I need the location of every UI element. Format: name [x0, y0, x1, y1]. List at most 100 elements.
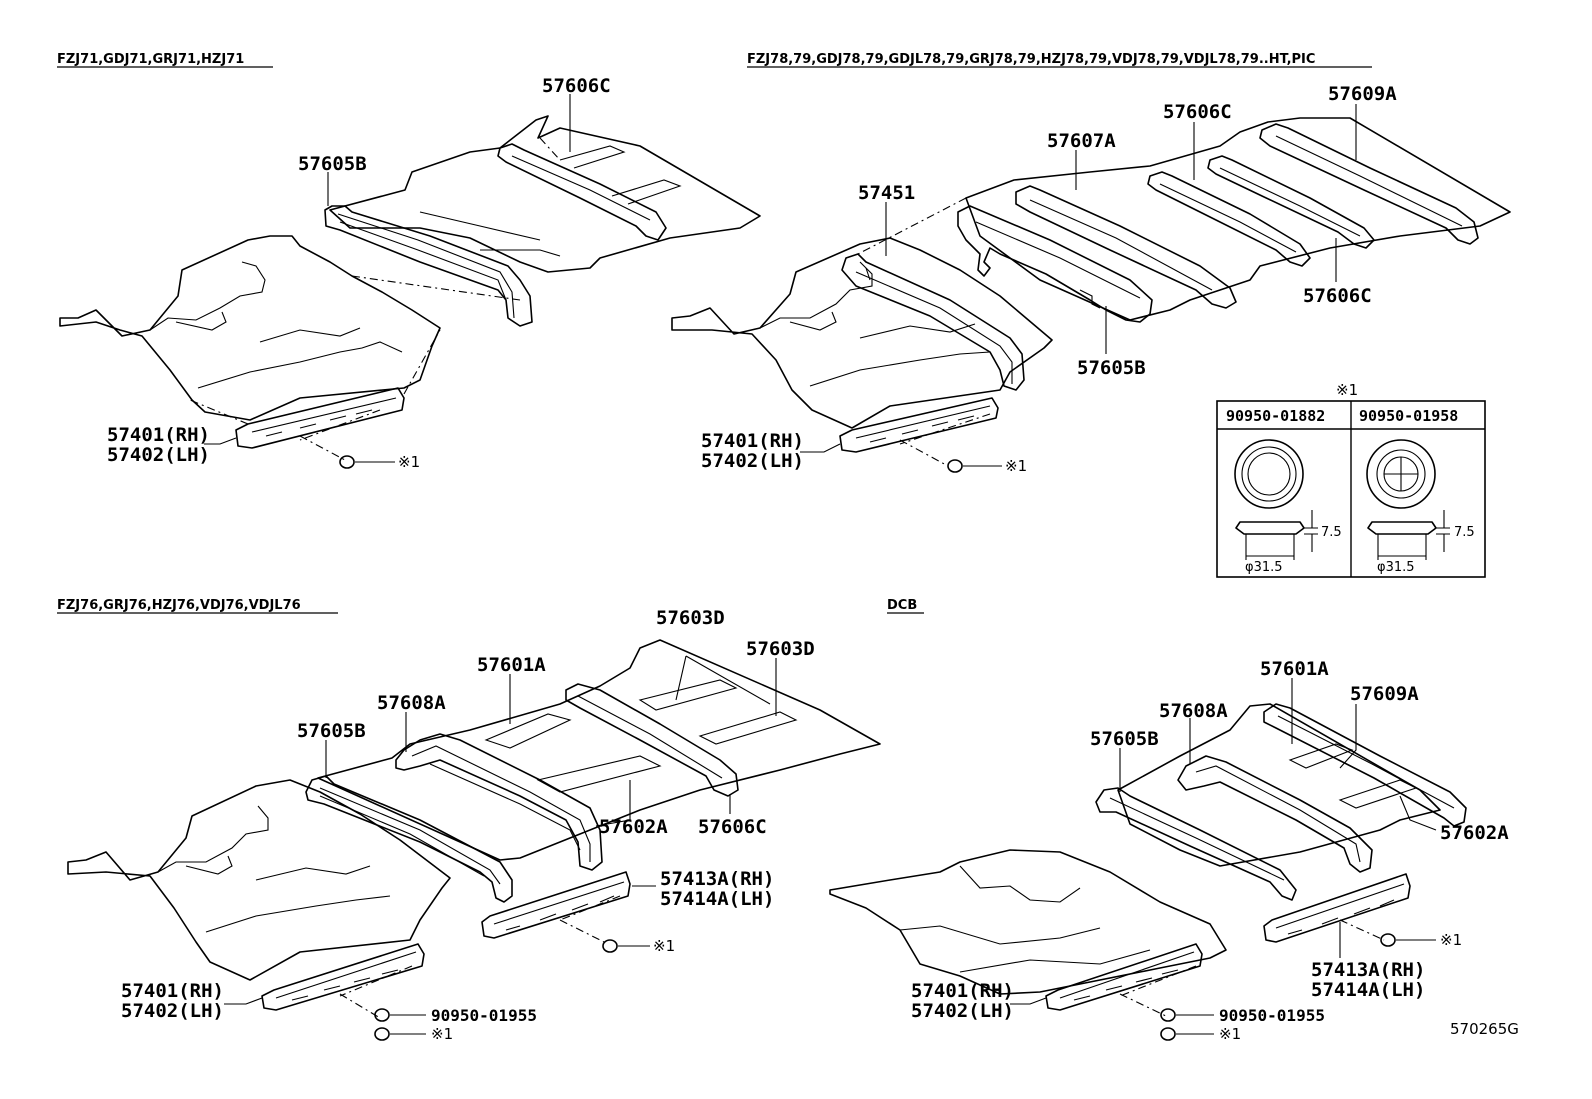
crossmember-inner-line [855, 271, 1013, 384]
assembly-dash-line [299, 409, 381, 441]
reinforcement-57603D-shape [698, 711, 798, 745]
callout-57413A-rh: 57413A(RH) [1311, 959, 1425, 981]
sill-inner-line [493, 881, 625, 925]
sill-inner-line [1059, 951, 1195, 999]
callout-57401-rh: 57401(RH) [107, 424, 210, 446]
diameter-dimension: φ31.5 [1245, 560, 1283, 575]
dimension-line [1436, 510, 1450, 552]
callout-57605B: 57605B [298, 153, 367, 175]
callout-57401-rh: 57401(RH) [911, 980, 1014, 1002]
crossmember-inner-line [1195, 765, 1361, 863]
floor-contour [480, 249, 561, 257]
figure-code: 570265G [1450, 1020, 1519, 1038]
callout-57609A: 57609A [1328, 83, 1397, 105]
dimension-line [1377, 534, 1427, 560]
callout-57605B: 57605B [1090, 728, 1159, 750]
crossmember-inner-line [337, 213, 515, 319]
reinforcement-57602A-shape [536, 755, 662, 793]
legend-part-90950-01958: 90950-01958 [1359, 407, 1458, 425]
sill-slots [1073, 969, 1179, 1001]
side-member-57413A-shape [1263, 873, 1411, 943]
floor-contour [809, 351, 991, 387]
crossmember-inner-line [1275, 135, 1463, 227]
reinforcement-57602A-shape [1338, 779, 1418, 809]
floor-contour [259, 327, 361, 343]
callout-57605B: 57605B [297, 720, 366, 742]
callout-57606C: 57606C [698, 816, 767, 838]
callout-57606C-bottom: 57606C [1303, 285, 1372, 307]
sill-inner-line [251, 397, 397, 433]
crossmember-57605B-shape [957, 205, 1153, 323]
callout-57601A: 57601A [477, 654, 546, 676]
callout-57401-rh: 57401(RH) [121, 980, 224, 1002]
crossmember-57605B-shape [305, 775, 513, 903]
crossmember-57609A-shape [1259, 123, 1479, 245]
rear-floor-pan-shape [329, 115, 761, 273]
hole-plug-legend: ※1 90950-01882 90950-01958 7.5 φ31.5 7.5… [1216, 381, 1486, 578]
callout-57413A-rh: 57413A(RH) [660, 868, 774, 890]
assembly-dash-line [539, 137, 561, 161]
callout-57414A-lh: 57414A(LH) [1311, 979, 1425, 1001]
assembly-dash-line [339, 993, 381, 1019]
section-header-bottom-right: DCB [887, 598, 917, 613]
crossmember-57606C-shape [565, 683, 739, 797]
callout-57606C-top: 57606C [1163, 101, 1232, 123]
assembly-dash-line [899, 439, 949, 467]
front-floor-pan-shape [59, 235, 441, 421]
crossmember-inner-line [975, 221, 1141, 299]
legend-part-90950-01882: 90950-01882 [1226, 407, 1325, 425]
plug-side-view-icon [1235, 521, 1305, 535]
floor-contour [185, 855, 233, 875]
crossmember-57608A-shape [395, 733, 603, 871]
section-bottom-left: FZJ76,GRJ76,HZJ76,VDJ76,VDJL76 [57, 598, 881, 1043]
sill-slots [291, 969, 399, 1001]
crossmember-57606C-shape [1147, 171, 1311, 267]
crossmember-inner-line [339, 221, 507, 301]
floor-contour [205, 895, 391, 933]
crossmember-inner-line [1219, 167, 1361, 237]
section-header-top-left: FZJ71,GDJ71,GRJ71,HZJ71 [57, 52, 244, 67]
callout-90950-01955: 90950-01955 [1219, 1006, 1325, 1025]
floor-contour [959, 865, 1081, 903]
floor-contour [157, 805, 269, 873]
callout-57402-lh: 57402(LH) [121, 1000, 224, 1022]
callout-57609A: 57609A [1350, 683, 1419, 705]
diameter-dimension: φ31.5 [1377, 560, 1415, 575]
front-floor-pan-shape [67, 779, 451, 981]
floor-contour [419, 211, 541, 241]
hole-plug-icon [1160, 1008, 1176, 1022]
callout-57402-lh: 57402(LH) [107, 444, 210, 466]
dimension-line [1245, 534, 1295, 560]
floor-contour [197, 341, 403, 389]
crossmember-57451-shape [841, 253, 1025, 391]
assembly-dash-line [189, 399, 249, 425]
callout-90950-01955: 90950-01955 [431, 1006, 537, 1025]
plug-cross-icon [1384, 457, 1418, 491]
hole-plug-icon [1160, 1027, 1176, 1041]
floor-side-sill-57401-shape [235, 387, 405, 449]
crossmember-57606C-shape [497, 143, 667, 241]
rear-floor-pan-shape [1117, 703, 1441, 867]
sill-inner-line [275, 951, 417, 999]
assembly-dash-line [351, 275, 521, 301]
sill-inner-line [855, 405, 991, 439]
floor-side-sill-57401-shape [839, 397, 999, 453]
leader-line [800, 443, 841, 453]
crossmember-inner-line [429, 763, 581, 851]
plug-top-view-icon [1366, 439, 1436, 509]
rear-floor-pan-shape [317, 639, 881, 861]
plug-top-view-icon [1376, 449, 1426, 499]
section-header-top-right: FZJ78,79,GDJ78,79,GDJL78,79,GRJ78,79,HZJ… [747, 52, 1315, 67]
crossmember-inner-line [319, 787, 501, 885]
floor-contour [255, 865, 371, 881]
leader-line [675, 655, 771, 705]
rear-floor-pan-shape [965, 117, 1511, 321]
front-floor-pan-shape [829, 849, 1227, 995]
sill-inner-line [1275, 883, 1405, 929]
section-top-right: FZJ78,79,GDJ78,79,GDJL78,79,GRJ78,79,HZJ… [671, 52, 1511, 475]
crossmember-inner-line [511, 155, 651, 221]
assembly-dash-line [1119, 965, 1197, 997]
crossmember-inner-line [1277, 715, 1455, 809]
crossmember-inner-line [1109, 797, 1285, 881]
floor-contour [149, 261, 266, 331]
